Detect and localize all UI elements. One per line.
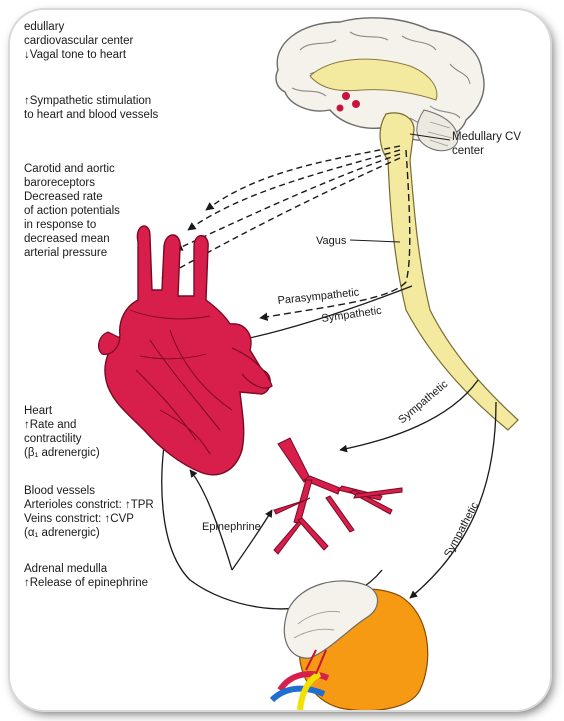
heart-line-4: (β₁ adrenergic)	[24, 446, 100, 460]
heart-effect-label: Heart ↑Rate and contractility (β₁ adrene…	[24, 404, 100, 460]
sympathetic-vessels-label: Sympathetic	[396, 378, 450, 426]
vessels-line-3: Veins constrict: ↑CVP	[24, 512, 154, 526]
vessels-line-2: Arterioles constrict: ↑TPR	[24, 498, 154, 512]
epinephrine-label: Epinephrine	[202, 521, 261, 533]
medullary-cv-center-label: Medullary CV center	[452, 130, 521, 158]
medullary-center-label: edullary cardiovascular center ↓Vagal to…	[24, 20, 133, 62]
spinal-cord	[380, 113, 518, 430]
baroreceptor-line-2: baroreceptors	[24, 176, 120, 190]
medullary-cv-line-1: Medullary CV	[452, 130, 521, 144]
blood-vessels	[274, 438, 402, 554]
medullary-line-2: cardiovascular center	[24, 34, 133, 48]
baroreceptor-line-1: Carotid and aortic	[24, 162, 120, 176]
epinephrine-paths	[190, 470, 272, 570]
vessels-line-4: (α₁ adrenergic)	[24, 526, 154, 540]
parasympathetic-label: Parasympathetic	[277, 286, 360, 307]
adrenal-line-2: ↑Release of epinephrine	[24, 576, 148, 590]
sympathetic-adrenal-label: Sympathetic	[442, 500, 481, 560]
sympathetic-adrenal-path	[410, 402, 496, 598]
medullary-cv-line-2: center	[452, 144, 521, 158]
heart-line-1: Heart	[24, 404, 100, 418]
adrenal-medulla-label: Adrenal medulla ↑Release of epinephrine	[24, 562, 148, 590]
baroreceptor-line-7: arterial pressure	[24, 246, 120, 260]
medullary-line-1: edullary	[24, 20, 133, 34]
sympathetic-stim-line-2: to heart and blood vessels	[24, 108, 158, 122]
baroreceptor-line-5: in response to	[24, 218, 120, 232]
baroreceptor-line-3: Decreased rate	[24, 190, 120, 204]
heart	[99, 226, 272, 475]
kidney-adrenal	[272, 581, 428, 710]
sympathetic-stimulation-label: ↑Sympathetic stimulation to heart and bl…	[24, 94, 158, 122]
baroreceptors-label: Carotid and aortic baroreceptors Decreas…	[24, 162, 120, 260]
heart-line-2: ↑Rate and	[24, 418, 100, 432]
heart-line-3: contractility	[24, 432, 100, 446]
vagus-leader	[350, 240, 400, 242]
baroreceptor-line-6: decreased mean	[24, 232, 120, 246]
vessels-line-1: Blood vessels	[24, 484, 154, 498]
blood-vessels-label: Blood vessels Arterioles constrict: ↑TPR…	[24, 484, 154, 540]
medullary-line-3: ↓Vagal tone to heart	[24, 48, 133, 62]
diagram-card: Parasympathetic Sympathetic Sympathetic …	[10, 10, 550, 710]
vagus-label: Vagus	[316, 235, 347, 247]
adrenal-line-1: Adrenal medulla	[24, 562, 148, 576]
sympathetic-stim-line-1: ↑Sympathetic stimulation	[24, 94, 158, 108]
baroreceptor-line-4: of action potentials	[24, 204, 120, 218]
